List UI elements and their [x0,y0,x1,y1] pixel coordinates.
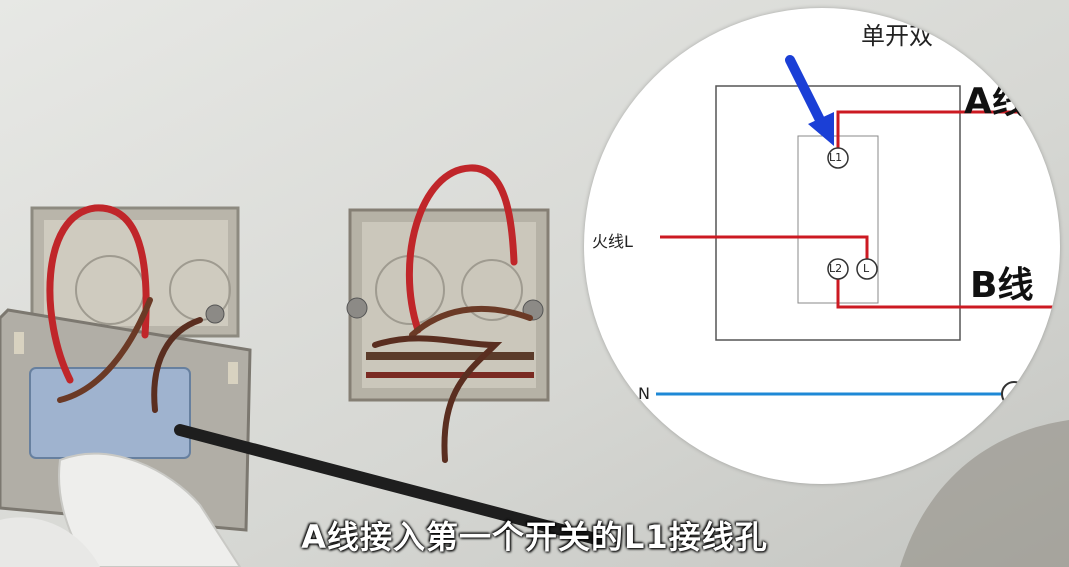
gloved-hand [0,452,242,567]
switch-wires [46,204,203,413]
switch-outline [715,85,961,341]
terminal-l2 [827,258,849,280]
label-live-wire: 火线L [592,232,633,251]
wiring-diagram [656,55,1060,407]
terminal-l [856,258,878,280]
terminal-l1-label: L1 [829,151,843,164]
terminal-l1 [827,147,849,169]
lamp-symbol [1001,381,1027,407]
terminal-l2-label: L2 [829,262,843,275]
label-neutral: N [638,384,650,403]
label-line-b: B线 [970,265,1034,306]
pointer-arrow [785,55,834,146]
diagram-title: 单开双 [861,22,933,50]
screwdriver [174,424,606,546]
right-box-wires [372,164,533,463]
terminal-l-label: L [863,262,870,275]
right-junction-box [346,208,550,402]
subtitle-caption: A线接入第一个开关的L1接线孔 [301,518,768,556]
wiring-diagram-inset: 单开双 A线 B线 火线L N L1 L2 L [584,8,1060,484]
label-line-a: A线 [964,81,1028,122]
